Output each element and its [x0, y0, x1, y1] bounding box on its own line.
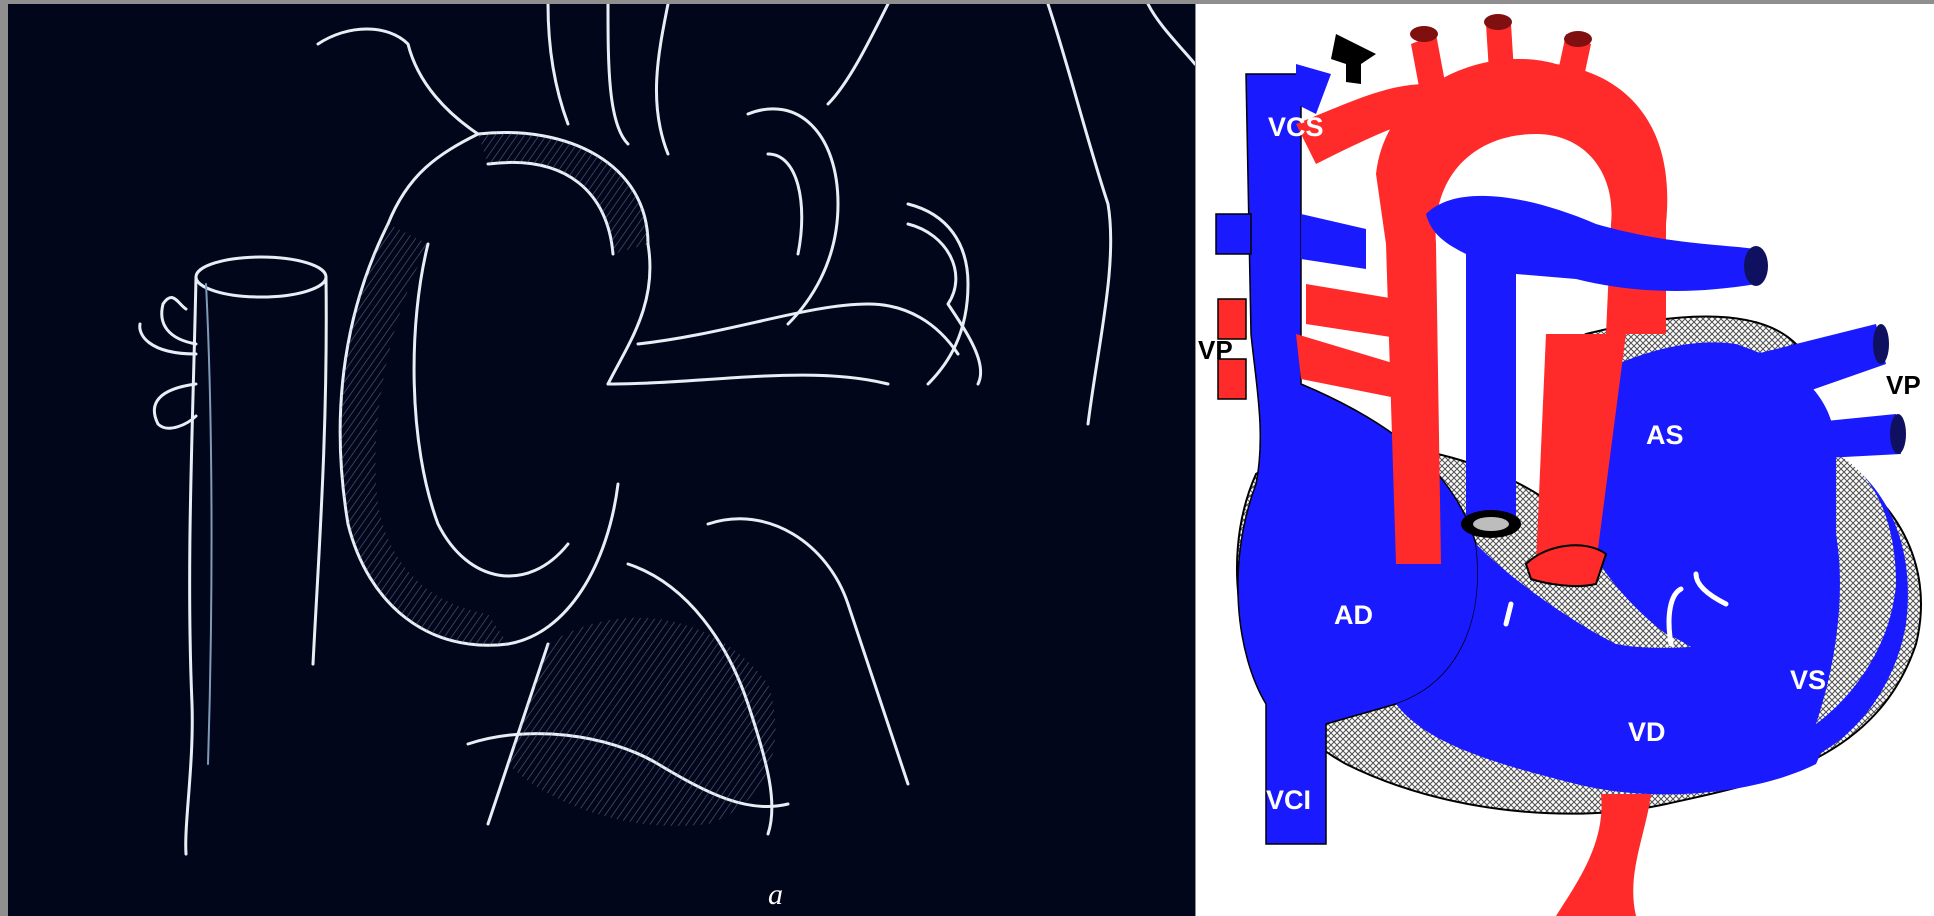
heart-line-drawing: a	[8, 4, 1195, 916]
label-vp-right: VP	[1886, 370, 1921, 400]
label-ad: AD	[1334, 600, 1373, 630]
left-vessel-stubs	[140, 298, 196, 429]
label-vd: VD	[1628, 717, 1666, 747]
label-vcs: VCS	[1268, 112, 1324, 142]
label-vp-left: VP	[1198, 335, 1233, 365]
arrow-icon	[1331, 34, 1376, 84]
heart-schematic: VCS VP VP AS AD VD VS VCI	[1196, 4, 1934, 916]
label-vs: VS	[1790, 665, 1826, 695]
pulmonary-outline	[748, 109, 968, 384]
shading	[340, 132, 775, 825]
label-vci: VCI	[1266, 785, 1311, 815]
right-branch-vessels	[828, 4, 1195, 424]
panel-caption: a	[768, 878, 783, 911]
schematic-panel: VCS VP VP AS AD VD VS VCI	[1196, 4, 1934, 916]
aorta-outline	[318, 4, 958, 645]
line-drawing-panel: a	[8, 4, 1195, 916]
label-as: AS	[1646, 420, 1684, 450]
vena-cava-tube	[186, 257, 327, 854]
